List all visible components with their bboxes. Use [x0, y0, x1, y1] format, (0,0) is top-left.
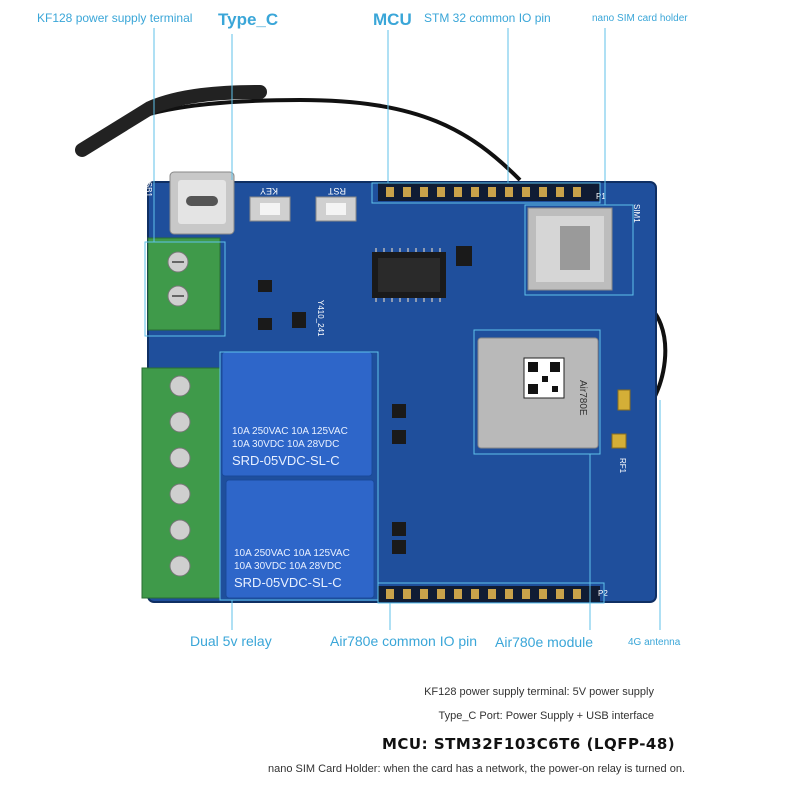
p1-silk-label: P1	[596, 192, 606, 201]
relay1-model: SRD-05VDC-SL-C	[232, 453, 340, 468]
relay-2-icon: 10A 250VAC 10A 125VAC 10A 30VDC 10A 28VD…	[225, 479, 375, 599]
relay2-spec-row2: 10A 30VDC 10A 28VDC	[234, 561, 341, 572]
rf-silk-label: RF1	[618, 458, 627, 474]
module-name-label: Air780E	[577, 380, 588, 416]
relay-1-icon: 10A 250VAC 10A 125VAC 10A 30VDC 10A 28VD…	[221, 351, 373, 477]
air780e-io-callout: Air780e common IO pin	[330, 633, 478, 649]
relay1-spec-row1: 10A 250VAC 10A 125VAC	[232, 426, 348, 437]
typec-note: Type_C Port: Power Supply + USB interfac…	[438, 710, 654, 722]
key-button-icon	[249, 196, 291, 222]
p2-silk-label: P2	[598, 589, 608, 598]
key-silk-label: KEY	[260, 186, 278, 196]
usb-c-port-icon	[169, 171, 235, 235]
part-number-silk: Y410_241	[316, 300, 325, 337]
stm32-io-callout: STM 32 common IO pin	[424, 11, 551, 25]
qfp-chip-icon	[372, 248, 446, 302]
rst-button-icon	[315, 196, 357, 222]
relay1-spec-row2: 10A 30VDC 10A 28VDC	[232, 439, 339, 450]
smd-components	[258, 246, 472, 554]
sim-holder-icon	[527, 207, 613, 291]
relay2-spec-row1: 10A 250VAC 10A 125VAC	[234, 548, 350, 559]
leader-lines	[153, 28, 661, 630]
air780e-io-header	[378, 586, 600, 602]
kf128-note: KF128 power supply terminal: 5V power su…	[424, 686, 654, 698]
rst-silk-label: RST	[327, 186, 346, 196]
stm32-io-header	[378, 183, 600, 201]
typec-callout: Type_C	[218, 10, 279, 29]
relay-callout: Dual 5v relay	[190, 633, 272, 649]
mcu-callout: MCU	[373, 10, 412, 29]
kf128-terminal-icon	[147, 237, 221, 331]
callout-outlines	[144, 182, 634, 604]
sim-note: nano SIM Card Holder: when the card has …	[268, 763, 686, 775]
mcu-spec-line: MCU: STM32F103C6T6 (LQFP-48)	[382, 735, 676, 753]
antenna-callout: 4G antenna	[628, 637, 681, 648]
kf128-callout: KF128 power supply terminal	[37, 11, 193, 25]
sim-silk-label: SIM1	[632, 204, 641, 223]
relay2-model: SRD-05VDC-SL-C	[234, 575, 342, 590]
relay-terminal-icon	[141, 367, 221, 599]
usb-silk-label: USB1	[144, 176, 153, 197]
nano-sim-callout: nano SIM card holder	[592, 13, 688, 24]
rf-connector-icon	[611, 389, 631, 449]
air780e-module-icon: Air780E	[477, 337, 599, 449]
air780e-module-callout: Air780e module	[495, 634, 594, 650]
